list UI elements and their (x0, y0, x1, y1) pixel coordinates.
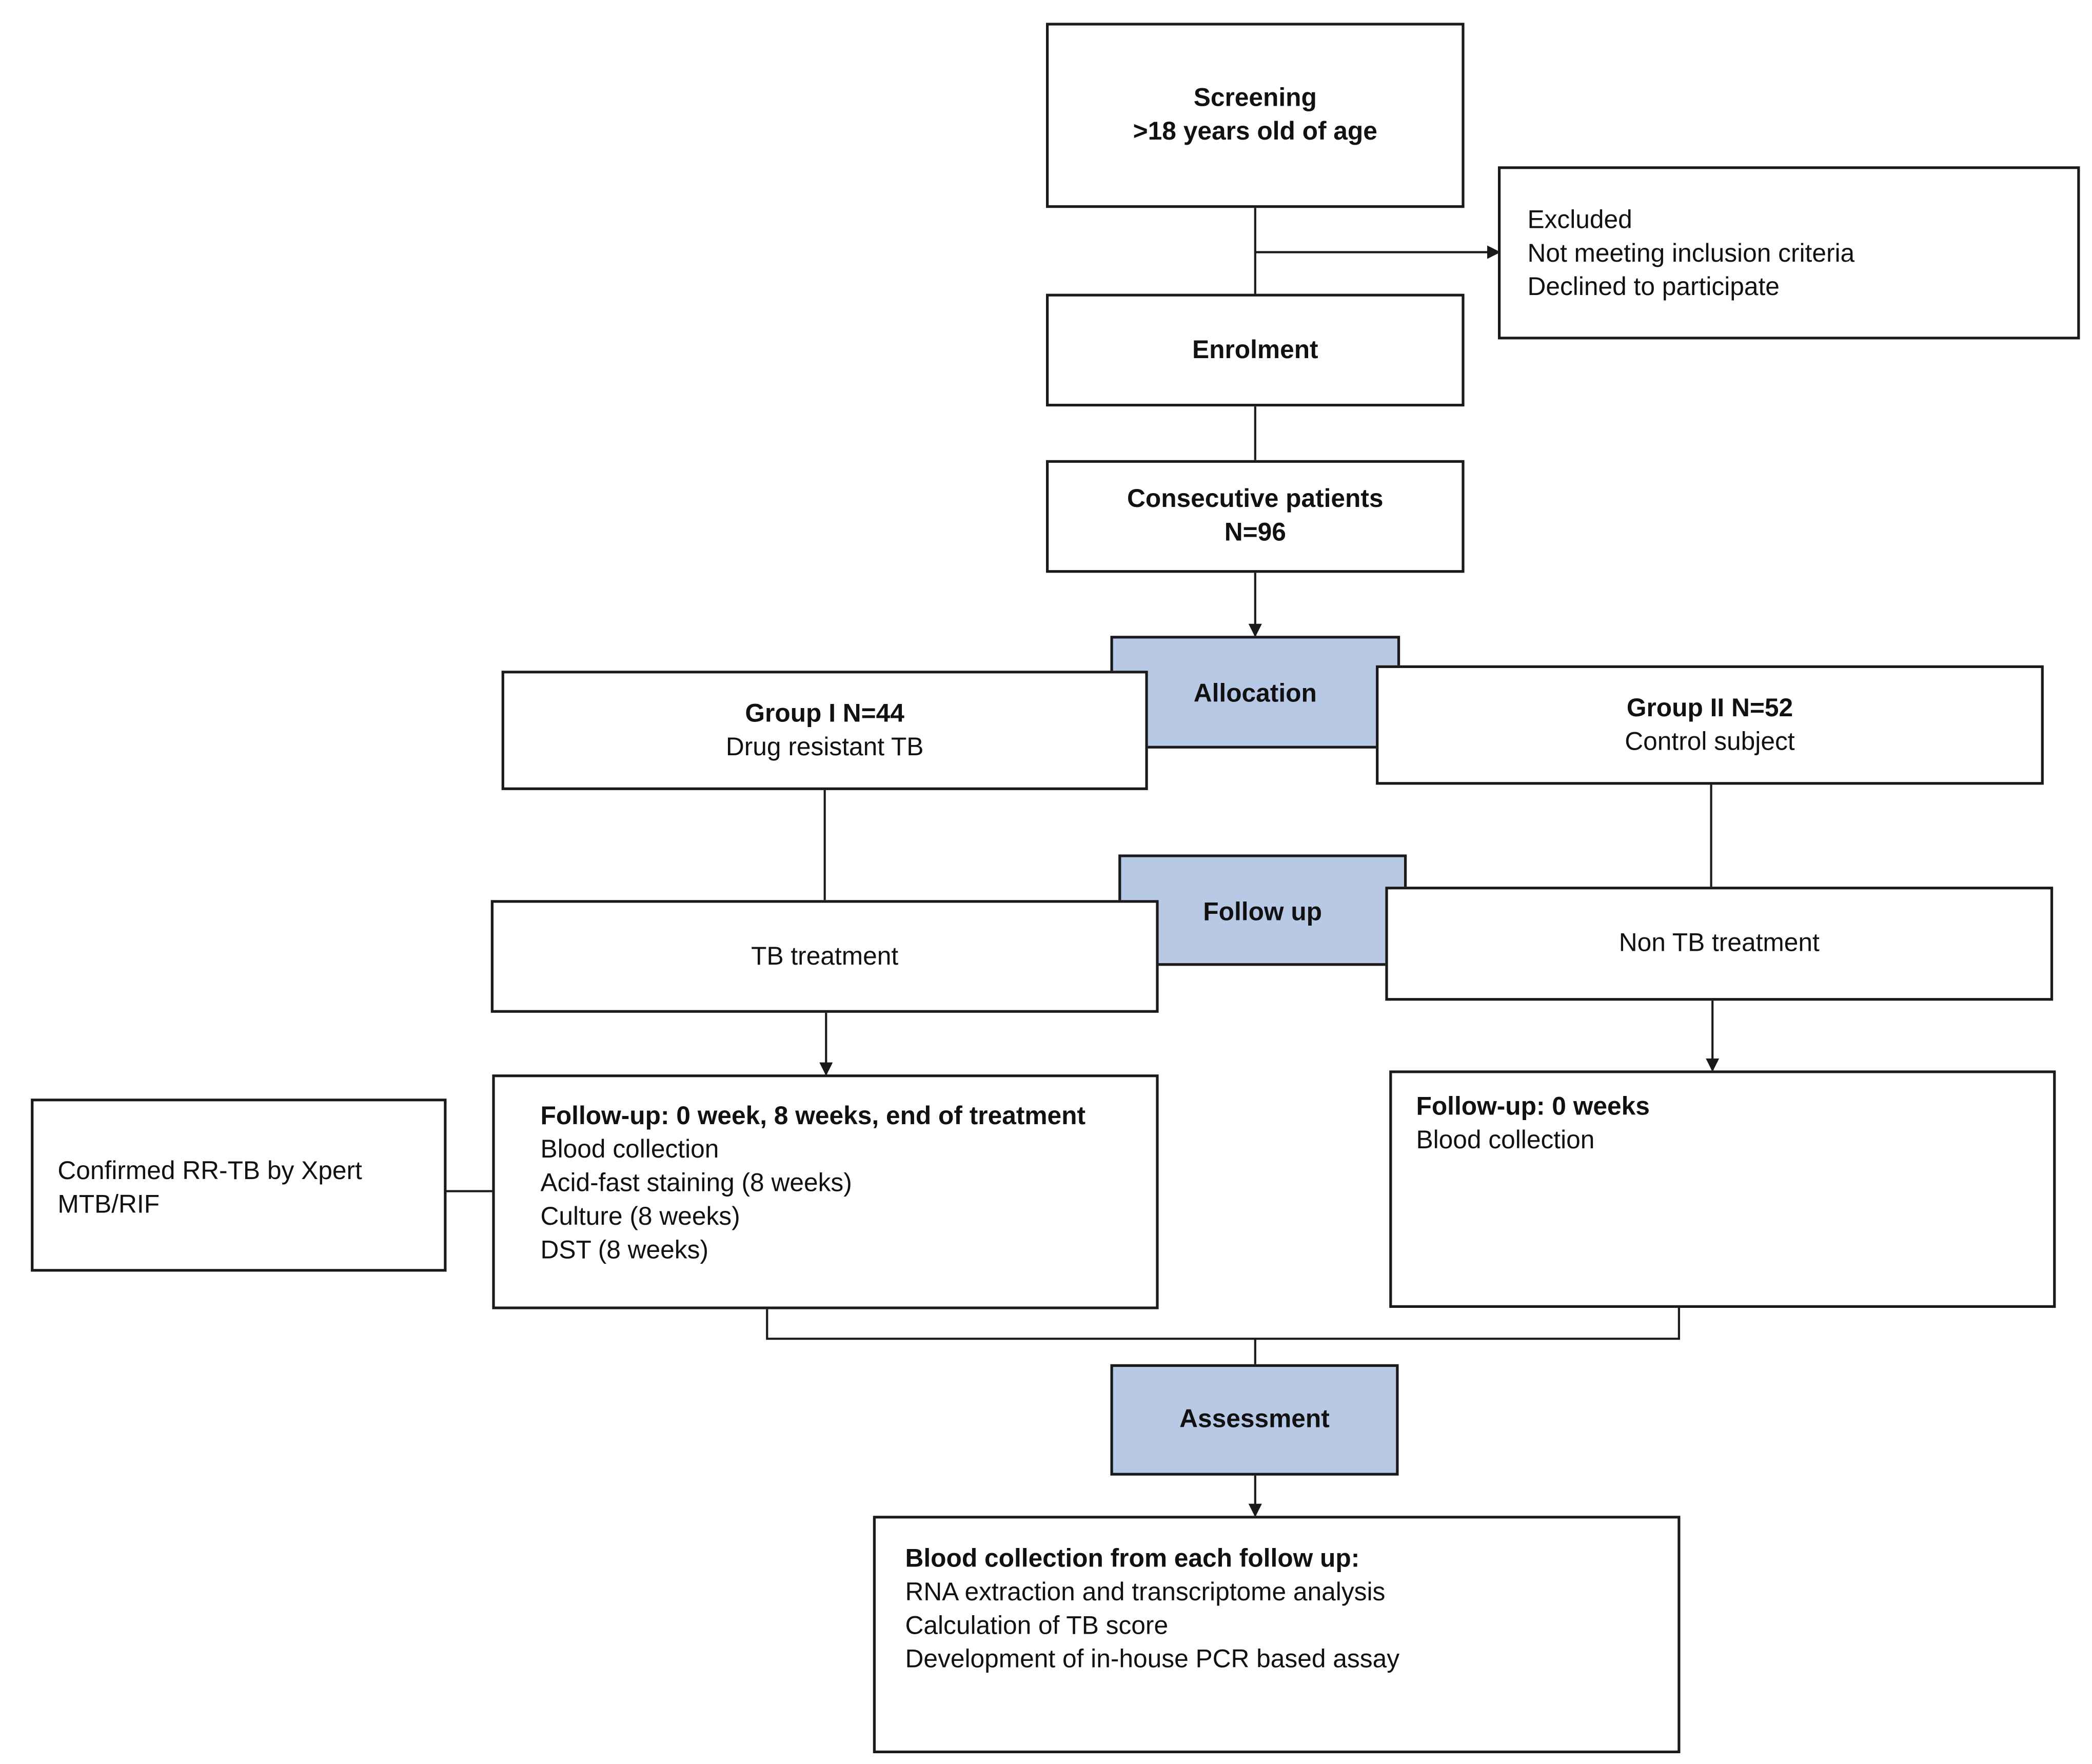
follow-up-group1-item: Acid-fast staining (8 weeks) (540, 1169, 852, 1198)
follow-up-group1-box: Follow-up: 0 week, 8 weeks, end of treat… (492, 1074, 1159, 1309)
assessment-box: Assessment (1110, 1364, 1399, 1476)
group1-title: Group I N=44 (745, 699, 904, 728)
non-tb-treatment-box: Non TB treatment (1385, 887, 2054, 1001)
allocation-box: Allocation (1110, 636, 1400, 749)
consecutive-patients-count: N=96 (1224, 519, 1286, 547)
confirmed-rr-tb-line2: MTB/RIF (57, 1191, 160, 1220)
consecutive-patients-title: Consecutive patients (1127, 485, 1384, 514)
enrolment-label: Enrolment (1192, 336, 1318, 364)
excluded-reason-inclusion: Not meeting inclusion criteria (1527, 240, 1855, 268)
non-tb-treatment-label: Non TB treatment (1619, 929, 1820, 958)
blood-collection-item: RNA extraction and transcriptome analysi… (905, 1579, 1386, 1608)
tb-treatment-label: TB treatment (751, 942, 899, 971)
enrolment-box: Enrolment (1045, 293, 1465, 407)
follow-up-group1-item: DST (8 weeks) (540, 1237, 709, 1265)
group1-box: Group I N=44 Drug resistant TB (501, 671, 1148, 790)
follow-up-label: Follow up (1203, 898, 1323, 927)
excluded-box: Excluded Not meeting inclusion criteria … (1497, 166, 2080, 340)
group1-subtitle: Drug resistant TB (725, 733, 924, 761)
blood-collection-item: Calculation of TB score (905, 1612, 1169, 1641)
allocation-label: Allocation (1193, 680, 1317, 709)
follow-up-group2-box: Follow-up: 0 weeks Blood collection (1389, 1070, 2056, 1308)
confirmed-rr-tb-box: Confirmed RR-TB by Xpert MTB/RIF (31, 1099, 447, 1272)
excluded-reason-declined: Declined to participate (1527, 273, 1780, 302)
follow-up-label-box: Follow up (1118, 854, 1407, 966)
screening-box: Screening >18 years old of age (1045, 23, 1465, 208)
blood-collection-title: Blood collection from each follow up: (905, 1545, 1360, 1574)
bracket-followups-to-assessment (766, 1308, 1680, 1340)
screening-age-criterion: >18 years old of age (1133, 118, 1377, 146)
excluded-title: Excluded (1527, 206, 1632, 235)
group2-title: Group II N=52 (1626, 694, 1793, 722)
group2-subtitle: Control subject (1625, 728, 1795, 756)
follow-up-group1-title: Follow-up: 0 week, 8 weeks, end of treat… (540, 1103, 1086, 1131)
blood-collection-item: Development of in-house PCR based assay (905, 1645, 1400, 1674)
tb-treatment-box: TB treatment (490, 900, 1159, 1013)
follow-up-group1-item: Blood collection (540, 1136, 719, 1165)
blood-collection-box: Blood collection from each follow up: RN… (873, 1516, 1681, 1754)
confirmed-rr-tb-line1: Confirmed RR-TB by Xpert (57, 1158, 362, 1186)
screening-title: Screening (1193, 84, 1317, 113)
follow-up-group2-title: Follow-up: 0 weeks (1416, 1093, 1650, 1122)
follow-up-group2-item: Blood collection (1416, 1127, 1595, 1155)
follow-up-group1-item: Culture (8 weeks) (540, 1203, 740, 1232)
consecutive-patients-box: Consecutive patients N=96 (1045, 460, 1465, 573)
assessment-label: Assessment (1179, 1405, 1330, 1434)
group2-box: Group II N=52 Control subject (1376, 665, 2044, 785)
